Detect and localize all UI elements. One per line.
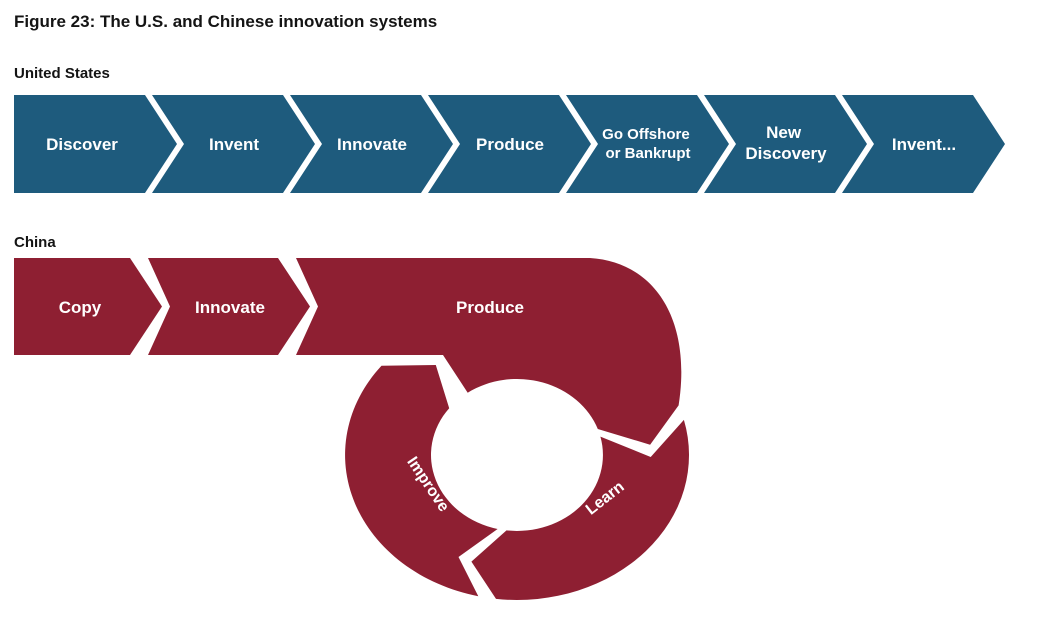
china-loop-learn-shape [471, 419, 690, 600]
us-step-innovate-arrow [290, 95, 453, 193]
china-step-innovate: Innovate [148, 258, 310, 355]
us-step-new-discovery: New Discovery [704, 95, 867, 193]
us-step-invent-again-arrow [842, 95, 1005, 193]
us-step-discover-arrow [14, 95, 177, 193]
china-step-innovate-label: Innovate [195, 298, 265, 317]
us-step-innovate: Innovate [290, 95, 453, 193]
us-step-new-discovery-arrow [704, 95, 867, 193]
us-step-produce-label: Produce [476, 135, 544, 154]
us-step-produce: Produce [428, 95, 591, 193]
us-step-new-discovery-label: New Discovery [745, 123, 827, 163]
us-step-invent-arrow [152, 95, 315, 193]
us-step-go-offshore-arrow [566, 95, 729, 193]
us-step-invent-again: Invent... [842, 95, 1005, 193]
china-loop-improve-shape [345, 365, 498, 597]
us-section-label: United States [14, 65, 110, 82]
china-step-produce-label: Produce [456, 298, 524, 317]
us-step-new-discovery-label-line1: New [766, 123, 802, 142]
china-section-label: China [14, 234, 56, 251]
us-step-new-discovery-label-line2: Discovery [745, 144, 827, 163]
us-step-invent-label: Invent [209, 135, 259, 154]
us-step-invent: Invent [152, 95, 315, 193]
us-step-go-offshore: Go Offshore or Bankrupt [566, 95, 729, 193]
us-step-go-offshore-label-line1: Go Offshore [602, 126, 690, 143]
us-step-produce-arrow [428, 95, 591, 193]
us-step-innovate-label: Innovate [337, 135, 407, 154]
us-step-go-offshore-label: Go Offshore or Bankrupt [602, 126, 694, 162]
us-flow: Discover Invent Innovate Produce Go Offs… [14, 95, 1005, 193]
us-step-discover: Discover [14, 95, 177, 193]
us-step-invent-again-label: Invent... [892, 135, 956, 154]
china-step-produce: Produce [296, 258, 682, 445]
figure-title: Figure 23: The U.S. and Chinese innovati… [14, 12, 437, 31]
china-step-produce-shape [296, 258, 682, 445]
china-step-copy-arrow [14, 258, 162, 355]
china-step-copy-label: Copy [59, 298, 102, 317]
us-step-discover-label: Discover [46, 135, 118, 154]
china-flow: Copy Innovate Produce Learn Improve [14, 258, 690, 600]
us-step-go-offshore-label-line2: or Bankrupt [605, 145, 690, 162]
china-step-innovate-arrow [148, 258, 310, 355]
china-step-copy: Copy [14, 258, 162, 355]
